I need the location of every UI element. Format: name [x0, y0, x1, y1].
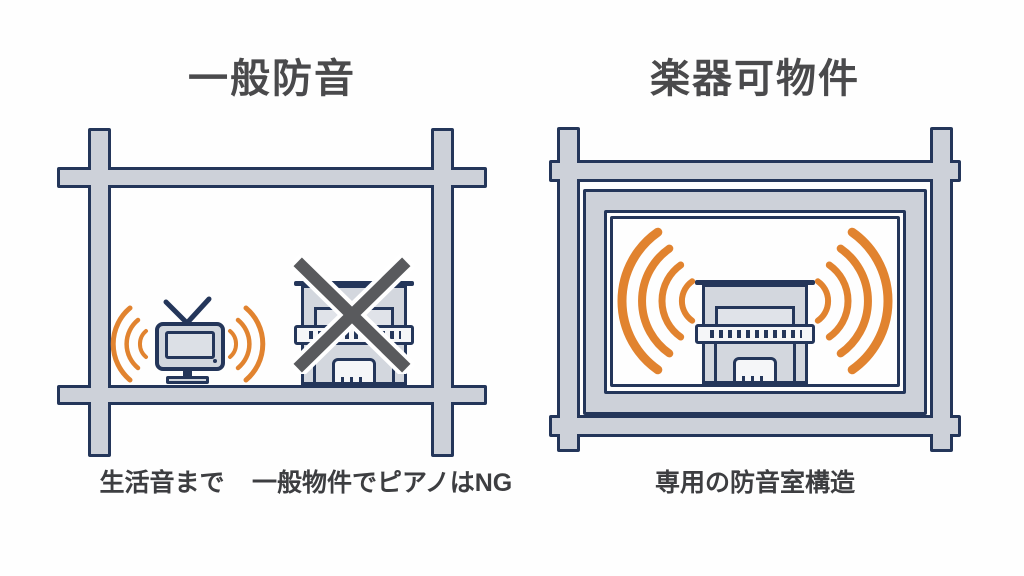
wall-joint: [88, 388, 111, 402]
tv-stand-base: [166, 376, 209, 384]
wave-arc: [124, 317, 141, 371]
caption-soundproof-structure: 専用の防音室構造: [654, 469, 855, 497]
piano-icon: [695, 280, 815, 384]
wall-joint: [557, 418, 580, 434]
sound-waves-icon: [110, 305, 148, 383]
piano-keys: [710, 330, 802, 338]
panel-instrument-ok-property: 楽器可物件: [512, 0, 1024, 576]
wave-arc: [110, 305, 133, 383]
ng-cross-stroke: [293, 257, 411, 373]
right-column: [930, 127, 953, 452]
right-column: [431, 128, 454, 457]
ceiling-slab: [57, 167, 487, 188]
wall-joint: [930, 163, 953, 179]
piano-leg: [714, 344, 717, 384]
tv-screen: [165, 331, 215, 359]
wave-arc: [658, 261, 685, 341]
tv-stand-neck: [183, 370, 192, 377]
floor-slab: [57, 385, 487, 405]
caption-living-noise: 生活音まで: [99, 469, 225, 497]
tv-body: [155, 322, 225, 371]
wave-arc: [836, 244, 872, 358]
right-panel-title: 楽器可物件: [650, 57, 860, 101]
piano-lid: [294, 281, 414, 286]
wall-joint: [88, 170, 111, 185]
wave-arc: [138, 329, 148, 359]
piano-leg: [793, 344, 796, 384]
piano-bench-legs: [742, 376, 768, 381]
ng-cross-icon: [290, 251, 414, 374]
antenna-arm: [184, 296, 212, 326]
wall-joint: [431, 170, 454, 185]
sound-waves-icon: [228, 305, 266, 383]
tv-antenna: [163, 296, 212, 326]
wave-arc: [243, 305, 266, 383]
left-column: [88, 128, 111, 457]
piano-bench-legs: [341, 377, 367, 382]
wave-arc: [235, 317, 252, 371]
sound-waves-icon: [617, 227, 696, 375]
sound-waves-icon: [814, 227, 893, 375]
wall-joint: [557, 163, 580, 179]
piano-lid: [695, 280, 815, 285]
wave-arc: [638, 244, 674, 358]
antenna-arm: [163, 299, 190, 326]
wave-arc: [678, 278, 696, 324]
wall-joint: [930, 418, 953, 434]
tv-power-dot: [213, 359, 217, 363]
piano-bench: [733, 357, 777, 384]
wave-arc: [228, 329, 238, 359]
piano-bench: [332, 358, 376, 385]
left-panel-title: 一般防音: [188, 57, 356, 101]
wave-arc: [617, 227, 663, 375]
left-column: [557, 127, 580, 452]
piano-keys: [309, 331, 401, 339]
floor-slab: [549, 415, 961, 437]
panel-general-soundproofing: 一般防音: [57, 57, 513, 497]
wave-arc: [847, 227, 893, 375]
wave-arc: [825, 261, 852, 341]
ceiling-slab: [549, 160, 961, 182]
wave-arc: [814, 278, 832, 324]
wall-joint: [431, 388, 454, 402]
caption-piano-ng: 一般物件でピアノはNG: [252, 469, 513, 497]
piano-keyboard: [695, 324, 815, 344]
